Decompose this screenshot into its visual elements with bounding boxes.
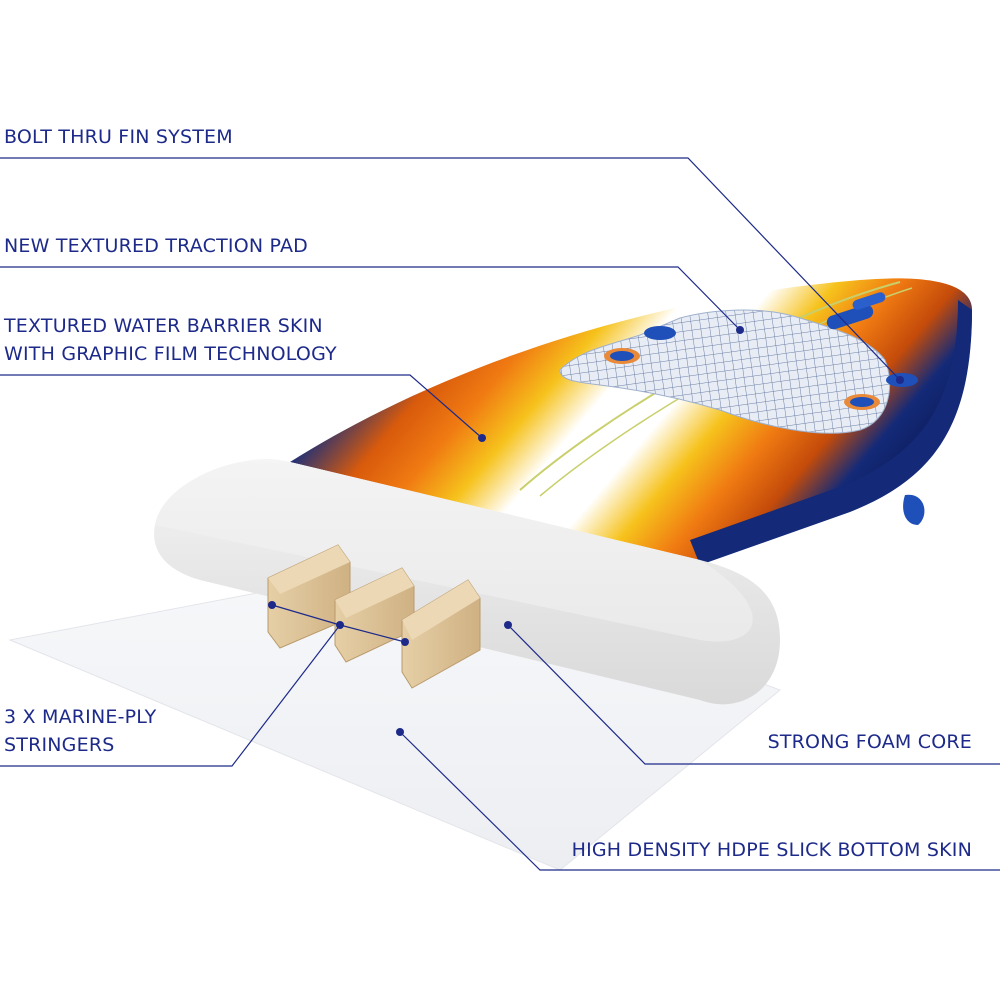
callout-traction-pad: NEW TEXTURED TRACTION PAD xyxy=(4,232,308,260)
callout-bottom-skin-text: HIGH DENSITY HDPE SLICK BOTTOM SKIN xyxy=(571,839,972,861)
deck-rail xyxy=(690,300,972,565)
leader-stringers xyxy=(0,624,341,767)
callout-water-barrier-skin: TEXTURED WATER BARRIER SKIN WITH GRAPHIC… xyxy=(4,312,337,368)
callout-traction-pad-text: NEW TEXTURED TRACTION PAD xyxy=(4,235,308,257)
leader-fin-system xyxy=(0,157,901,381)
callout-bottom-skin: HIGH DENSITY HDPE SLICK BOTTOM SKIN xyxy=(572,836,972,864)
traction-pad xyxy=(559,309,891,434)
callout-fin-system: BOLT THRU FIN SYSTEM xyxy=(4,123,233,151)
callout-water-barrier-skin-line1: TEXTURED WATER BARRIER SKIN xyxy=(4,315,323,337)
foam-core-top xyxy=(155,462,753,642)
leader-traction-pad xyxy=(0,266,741,331)
callout-stringers-line1: 3 X MARINE-PLY xyxy=(4,706,157,728)
fin-plugs xyxy=(604,292,925,525)
leader-foam-core xyxy=(507,624,1000,765)
callout-fin-system-text: BOLT THRU FIN SYSTEM xyxy=(4,126,233,148)
leader-water-barrier xyxy=(0,374,483,439)
leader-lines xyxy=(0,157,1000,871)
stringers xyxy=(267,544,481,689)
callout-water-barrier-skin-line2: WITH GRAPHIC FILM TECHNOLOGY xyxy=(4,343,337,365)
leader-bottom-skin xyxy=(399,731,1000,871)
callout-foam-core: STRONG FOAM CORE xyxy=(768,728,972,756)
callout-stringers: 3 X MARINE-PLY STRINGERS xyxy=(4,703,156,759)
leader-dots xyxy=(268,326,904,736)
callout-foam-core-text: STRONG FOAM CORE xyxy=(767,731,972,753)
callout-stringers-line2: STRINGERS xyxy=(4,734,115,756)
